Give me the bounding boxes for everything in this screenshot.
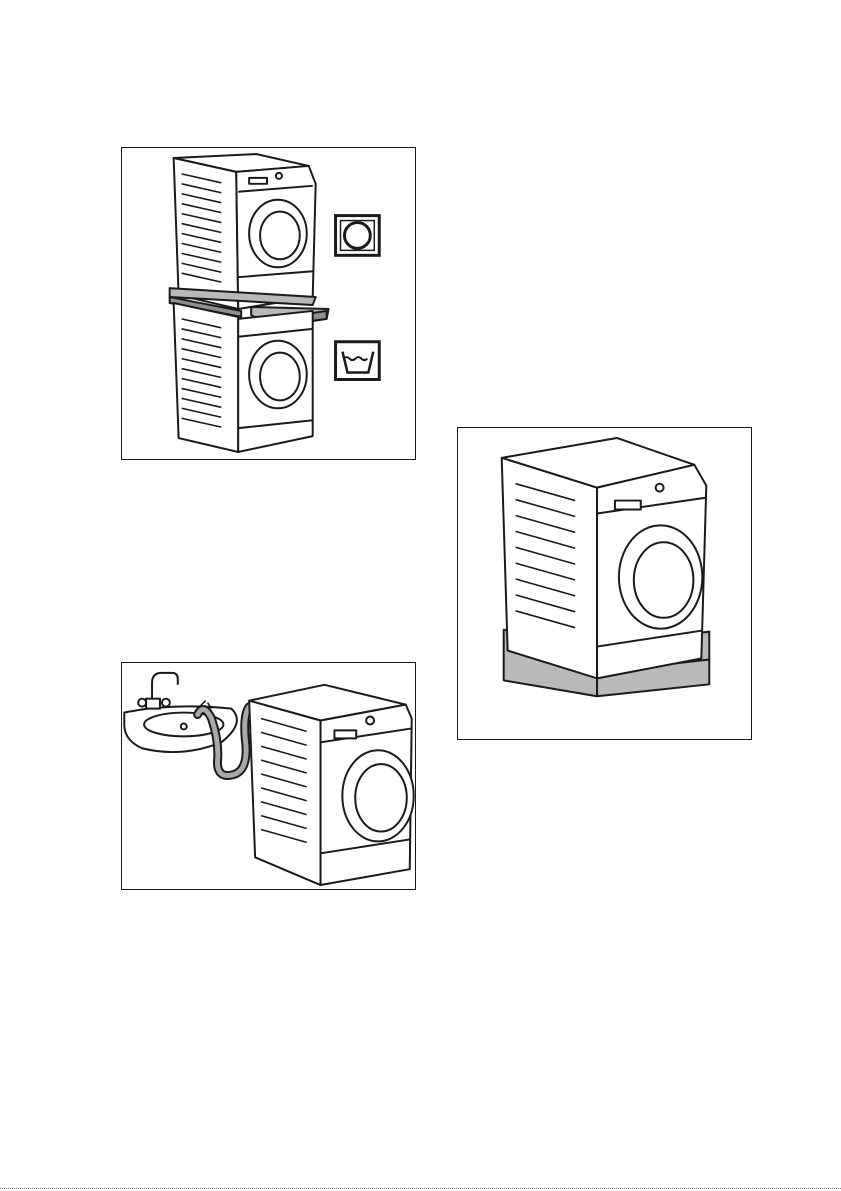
dryer-detergent-drawer xyxy=(249,178,267,184)
washer-door-glass xyxy=(260,353,300,401)
page-bottom-edge xyxy=(0,1188,841,1189)
washing-machine-symbol-icon xyxy=(336,342,380,380)
sink-dryer-knob xyxy=(366,717,374,725)
dryer-door-glass xyxy=(260,212,300,260)
plinth-dryer-side xyxy=(502,458,597,678)
drain-to-sink-illustration xyxy=(122,663,415,889)
sink-dryer-door-glass xyxy=(355,764,407,831)
plinth-figure xyxy=(457,427,752,740)
washer-appliance xyxy=(174,303,313,452)
stacking-kit-illustration xyxy=(122,148,415,459)
plinth-illustration xyxy=(458,428,751,739)
stacking-kit-figure xyxy=(121,147,416,460)
sink-drain xyxy=(181,723,187,729)
plinth-dryer-door-glass xyxy=(634,542,694,617)
sink-dryer-appliance xyxy=(249,685,414,885)
plinth-dryer-knob xyxy=(656,484,664,492)
plinth-dryer-appliance xyxy=(502,438,707,678)
washer-side xyxy=(174,303,239,452)
tap-icon xyxy=(138,673,178,709)
dryer-symbol-icon xyxy=(336,216,380,256)
sink-dryer-side xyxy=(249,701,320,885)
plinth-dryer-drawer xyxy=(615,501,641,510)
dryer-knob xyxy=(276,173,282,179)
sink-dryer-drawer xyxy=(334,730,356,738)
drain-to-sink-figure xyxy=(121,662,416,890)
